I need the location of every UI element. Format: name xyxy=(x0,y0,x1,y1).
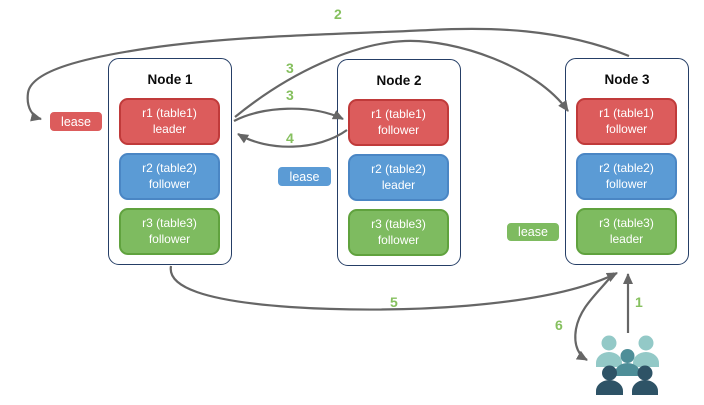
node-2-title: Node 2 xyxy=(376,73,422,88)
node-3-replica-r1: r1 (table1) follower xyxy=(576,98,677,145)
step-label-4: 4 xyxy=(286,130,294,146)
replica-name: r1 (table1) xyxy=(599,105,654,120)
replica-role: follower xyxy=(605,176,648,191)
step-label-6: 6 xyxy=(555,317,563,333)
node-3-replica-r2: r2 (table2) follower xyxy=(576,153,677,200)
users-group-icon xyxy=(596,335,659,395)
node-3-replica-r3: r3 (table3) leader xyxy=(576,208,677,255)
replica-role: follower xyxy=(148,176,191,191)
replica-name: r1 (table1) xyxy=(142,105,197,120)
replica-role: leader xyxy=(609,231,644,246)
replica-role: follower xyxy=(377,122,420,137)
step-label-3a: 3 xyxy=(286,60,294,76)
replica-name: r2 (table2) xyxy=(142,160,197,175)
node-1-title: Node 1 xyxy=(147,72,193,87)
step-label-5: 5 xyxy=(390,294,398,310)
replica-name: r3 (table3) xyxy=(599,215,654,230)
replica-role: leader xyxy=(152,121,187,136)
node-1-replica-r1: r1 (table1) leader xyxy=(119,98,220,145)
step-label-1: 1 xyxy=(635,294,643,310)
replica-name: r2 (table2) xyxy=(599,160,654,175)
node-3-container: Node 3 r1 (table1) follower r2 (table2) … xyxy=(565,58,689,265)
replica-role: follower xyxy=(605,121,648,136)
replica-role: follower xyxy=(377,232,420,247)
replica-name: r2 (table2) xyxy=(371,161,426,176)
lease-badge-green: lease xyxy=(506,222,560,242)
node-3-title: Node 3 xyxy=(604,72,650,87)
node-1-container: Node 1 r1 (table1) leader r2 (table2) fo… xyxy=(108,58,232,265)
replica-role: follower xyxy=(148,231,191,246)
lease-badge-blue: lease xyxy=(277,166,332,187)
arrow-3-node1-to-node2 xyxy=(233,107,344,122)
step-label-3b: 3 xyxy=(286,87,294,103)
node-1-replica-r3: r3 (table3) follower xyxy=(119,208,220,255)
node-2-container: Node 2 r1 (table1) follower r2 (table2) … xyxy=(337,59,461,266)
replica-name: r3 (table3) xyxy=(371,216,426,231)
replica-role: leader xyxy=(381,177,416,192)
replica-name: r1 (table1) xyxy=(371,106,426,121)
replica-name: r3 (table3) xyxy=(142,215,197,230)
node-2-replica-r2: r2 (table2) leader xyxy=(348,154,449,201)
node-2-replica-r3: r3 (table3) follower xyxy=(348,209,449,256)
node-2-replica-r1: r1 (table1) follower xyxy=(348,99,449,146)
step-label-2: 2 xyxy=(334,6,342,22)
node-1-replica-r2: r2 (table2) follower xyxy=(119,153,220,200)
lease-badge-red: lease xyxy=(49,111,103,132)
